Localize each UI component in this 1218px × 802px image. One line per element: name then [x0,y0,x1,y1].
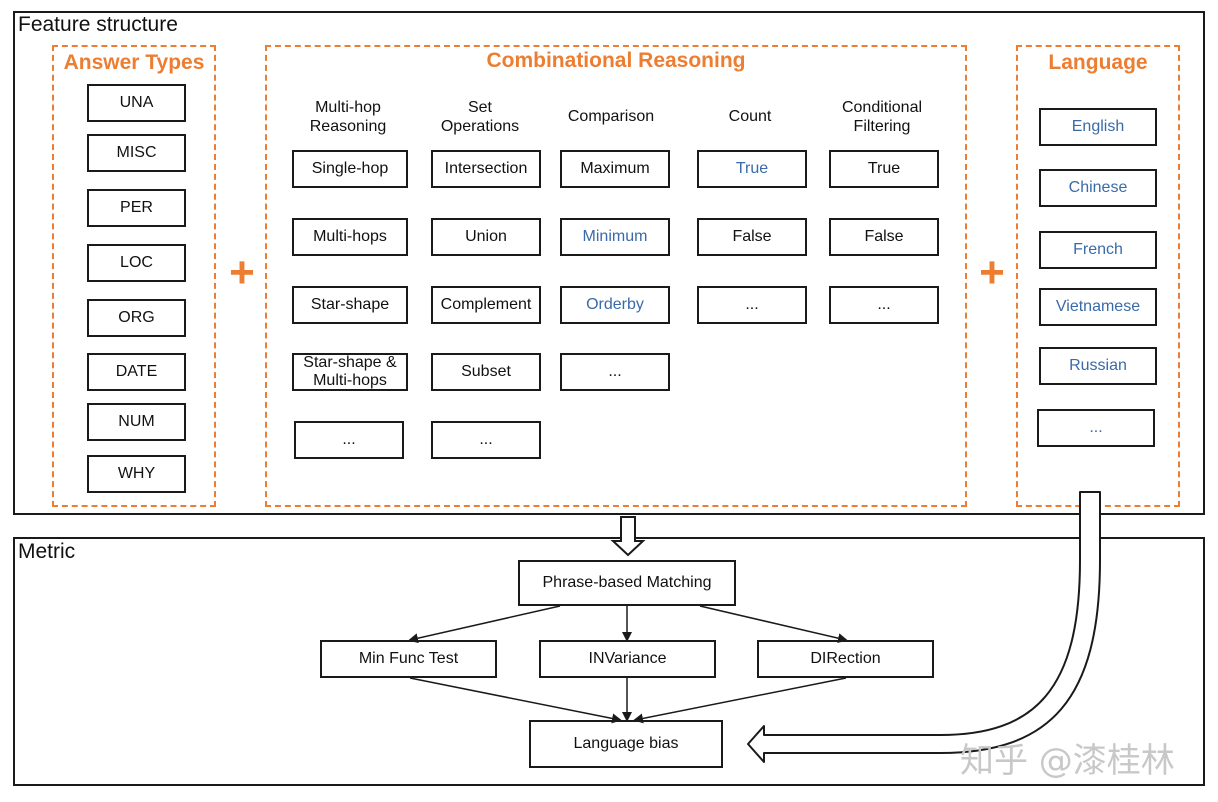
filter-more: ... [829,286,939,324]
answer-types-title: Answer Types [63,51,205,74]
column-header-line: Reasoning [309,118,387,135]
language-russian: Russian [1039,347,1157,385]
answer-types-group [52,45,216,507]
set-op-intersection: Intersection [431,150,541,188]
filter-true: True [829,150,939,188]
arrow-to-min-func [408,605,561,644]
metric-title: Metric [18,540,76,563]
arrow-min-func-to-bias [409,677,622,724]
set-op-subset: Subset [431,353,541,391]
count-false: False [697,218,807,256]
down-arrow-icon [610,516,646,557]
language-vietnamese: Vietnamese [1039,288,1157,326]
language-title: Language [1048,51,1148,74]
language-english: English [1039,108,1157,146]
curved-arrow-icon [747,491,1101,763]
count-more: ... [697,286,807,324]
column-header-set-operations: Set Operations [428,98,532,136]
plus-icon: + [979,248,1005,297]
answer-type-org: ORG [87,299,186,337]
column-header-line: Conditional [841,99,923,116]
combinational-reasoning-title: Combinational Reasoning [486,49,746,72]
combinational-reasoning-group [265,45,967,507]
reasoning-single-hop: Single-hop [292,150,408,188]
answer-type-date: DATE [87,353,186,391]
invariance-box: INVariance [539,640,716,678]
language-more: ... [1037,409,1155,447]
min-func-test-box: Min Func Test [320,640,497,678]
feature-structure-panel [13,11,1205,515]
answer-type-why: WHY [87,455,186,493]
arrow-to-direction [699,605,848,644]
column-header-line: Set [467,99,492,116]
box-line: Multi-hops [313,372,387,389]
filter-false: False [829,218,939,256]
set-op-more: ... [431,421,541,459]
metric-panel [13,537,1205,786]
comparison-more: ... [560,353,670,391]
answer-type-per: PER [87,189,186,227]
count-true: True [697,150,807,188]
feature-structure-title: Feature structure [18,13,178,36]
reasoning-star-shape: Star-shape [292,286,408,324]
column-header-line: Multi-hop [315,99,381,116]
phrase-based-matching-box: Phrase-based Matching [518,560,736,606]
reasoning-more: ... [294,421,404,459]
column-header-conditional-filtering: Conditional Filtering [826,98,938,136]
set-op-complement: Complement [431,286,541,324]
answer-type-num: NUM [87,403,186,441]
comparison-orderby: Orderby [560,286,670,324]
plus-icon: + [229,248,255,297]
column-header-comparison: Comparison [567,108,655,125]
answer-type-misc: MISC [87,134,186,172]
column-header-line: Operations [440,118,520,135]
comparison-maximum: Maximum [560,150,670,188]
comparison-minimum: Minimum [560,218,670,256]
language-chinese: Chinese [1039,169,1157,207]
set-op-union: Union [431,218,541,256]
answer-type-una: UNA [87,84,186,122]
language-french: French [1039,231,1157,269]
column-header-multi-hop: Multi-hop Reasoning [290,98,406,136]
reasoning-multi-hops: Multi-hops [292,218,408,256]
reasoning-star-shape-multi-hops: Star-shape & Multi-hops [292,353,408,391]
box-line: Star-shape & [303,354,397,371]
answer-type-loc: LOC [87,244,186,282]
watermark-text: 知乎 @漆桂林 [960,741,1175,781]
column-header-count: Count [728,108,772,125]
arrow-direction-to-bias [633,677,847,724]
column-header-line: Filtering [853,118,911,135]
